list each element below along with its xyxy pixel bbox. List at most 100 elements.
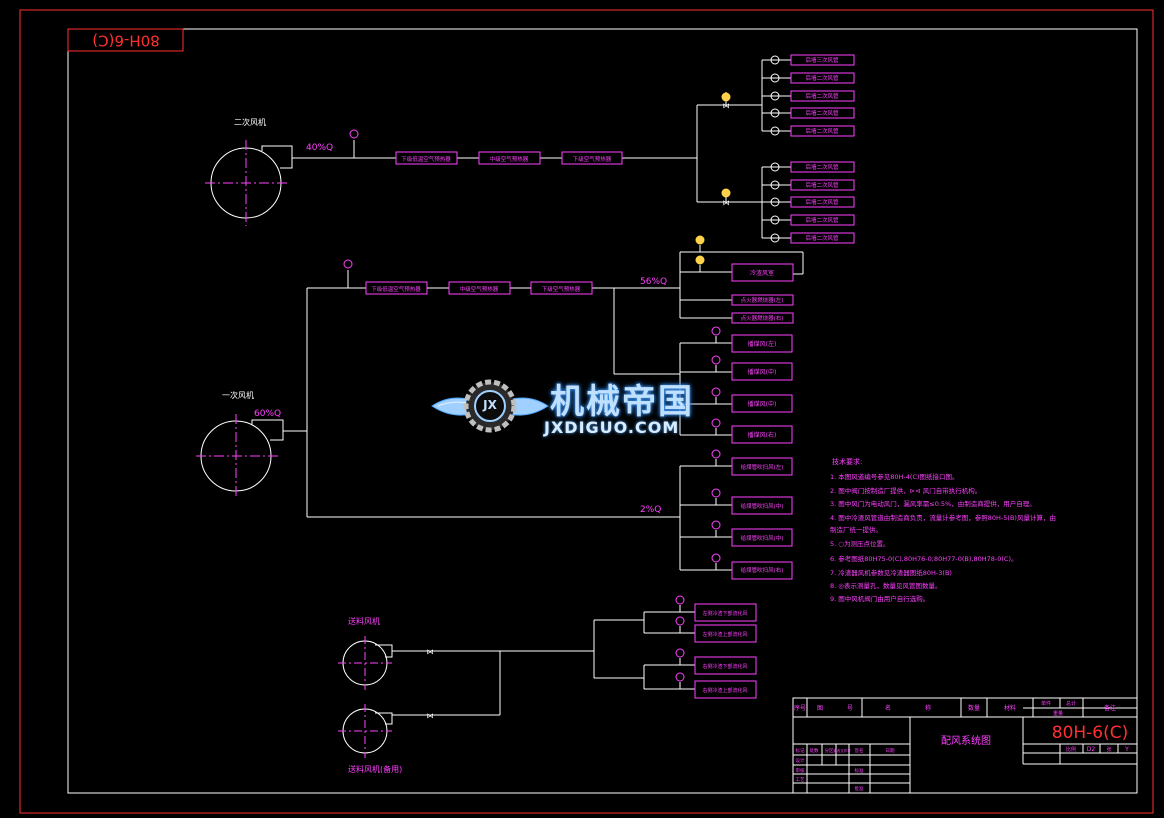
secondary-lower-outlet-5: 后墙二次风管 [805, 234, 839, 242]
feed-branch-3: 右侧冷渣下部流化风 [702, 663, 747, 670]
primary-upper-boxes [731, 263, 794, 324]
secondary-fan-pct: 40%Q [306, 143, 333, 153]
primary-upper-valve-icon-2 [695, 255, 705, 265]
secondary-heater-1: 下级低温空气预热器 [401, 155, 451, 163]
secondary-lower-outlet-2: 后墙二次风管 [805, 181, 839, 189]
primary-upper-branch-1: 冷渣风室 [750, 269, 774, 277]
feed-pipes [392, 605, 695, 716]
notes-item-8: 7. 冷渣器风机参数见冷渣器图纸80H-3(B) [830, 568, 952, 577]
tb-sign-row-4: 标准 [855, 767, 864, 774]
primary-upper-branch-2: 点火器燃烧器(左) [741, 296, 784, 304]
primary-upper-branches [679, 245, 804, 319]
primary-lower-branch-1: 给煤管吹扫风(左) [741, 463, 784, 471]
tb-scale-1: 比例 [1066, 746, 1076, 753]
primary-heaters [365, 281, 593, 295]
code-rotated: 80H-6(C) [92, 32, 160, 50]
primary-middle-branches [679, 336, 732, 436]
tb-weight: 重量 [1053, 710, 1063, 717]
secondary-upper-outlets [762, 54, 855, 137]
feed-fan-backup [338, 704, 393, 758]
tb-col-6: 数量 [968, 704, 980, 712]
secondary-fan-label: 二次风机 [234, 117, 266, 127]
secondary-upper-valve-icon [721, 92, 731, 102]
feed-branch-4: 右侧冷渣上部流化风 [702, 687, 747, 694]
primary-fan [196, 414, 284, 498]
tb-sign-col-4: 更改文件号 [833, 748, 851, 753]
tb-col-7: 材料 [1004, 704, 1016, 712]
tb-col-10: 备注 [1104, 704, 1116, 712]
primary-lower-branch-4: 给煤管吹扫风(右) [741, 566, 784, 574]
primary-lower-branches [679, 459, 732, 571]
tb-sign-col-1: 标记 [796, 747, 805, 754]
primary-middle-gauges [711, 326, 721, 428]
secondary-main-pipe [292, 140, 697, 159]
tb-sign-col-2: 处数 [810, 747, 819, 754]
primary-pressure-gauge-icon [343, 259, 353, 269]
primary-main-pipe [283, 270, 680, 518]
tb-sign-row-1: 设计 [796, 757, 805, 764]
primary-lower-branch-3: 给煤管吹扫风(中) [741, 534, 784, 542]
code-box [67, 28, 184, 52]
primary-heater-2: 中级空气预热器 [460, 285, 499, 293]
feed-fan-backup-label: 送料风机(备用) [348, 764, 402, 774]
watermark-wings-icon [431, 379, 549, 433]
watermark-emblem: JX [483, 398, 497, 412]
tb-col-9: 总计 [1066, 700, 1076, 707]
secondary-lower-outlets [762, 161, 855, 244]
primary-middle-branch-2: 播煤风(中) [748, 368, 777, 376]
tb-scale-4: Y [1124, 746, 1129, 753]
primary-lower-gauges [711, 449, 721, 563]
notes-item-3: 3. 图中风门为电动风门，漏风率需≤0.5%，由制造商提供，用户自理。 [830, 499, 1036, 508]
feed-fan-label: 送料风机 [348, 616, 380, 626]
feed-branch-1: 左侧冷渣下部流化风 [702, 610, 747, 617]
tb-col-8: 单件 [1041, 700, 1051, 707]
secondary-lower-outlet-3: 后墙二次风管 [805, 198, 839, 206]
notes-item-9: 8. ◎表示测量孔，数量见风管图数量。 [830, 581, 941, 590]
tb-sign-row-2: 审核 [796, 767, 805, 774]
primary-middle-boxes [731, 334, 793, 444]
primary-heater-1: 下级低温空气预热器 [371, 285, 421, 293]
secondary-heater-3: 下级空气预热器 [573, 155, 612, 163]
primary-lower-branch-2: 给煤管吹扫风(中) [741, 502, 784, 510]
feed-gauges [675, 595, 685, 682]
tb-sign-col-3: 分区 [825, 747, 834, 754]
secondary-heaters [395, 151, 623, 165]
watermark: JX 机械帝国 JXDIGUO.COM [430, 372, 730, 442]
notes-item-7: 6. 参考图纸80H75-0(C),80H76-0;80H77-0(B),80H… [830, 554, 1017, 563]
feed-boxes [694, 603, 757, 699]
primary-middle-branch-3: 播煤风(中) [748, 400, 777, 408]
secondary-upper-outlet-3: 后墙二次风管 [805, 92, 839, 100]
notes-item-10: 9. 图中风机阀门由用户自行选购。 [830, 594, 929, 603]
feed-branch-2: 左侧冷渣上部流化风 [702, 631, 747, 638]
drawing-title: 配风系统图 [941, 734, 991, 747]
tb-col-4: 名 [885, 704, 891, 712]
primary-upper-valve-icon-1 [695, 235, 705, 245]
drawing-code: 80H-6(C) [1052, 723, 1129, 743]
notes-item-6: 5. ○为测压点位置。 [830, 539, 889, 548]
primary-middle-branch-4: 播煤风(右) [748, 431, 777, 439]
primary-middle-branch-1: 播煤风(左) [748, 340, 777, 348]
notes-item-1: 1. 本图风道编号参见80H-4(C)图纸接口图。 [830, 472, 959, 481]
secondary-pressure-gauge-icon [349, 129, 359, 139]
primary-heater-3: 下级空气预热器 [542, 285, 581, 293]
secondary-lower-outlet-1: 后墙二次风管 [805, 163, 839, 171]
primary-upper-branch-3: 点火器燃烧器(右) [741, 314, 784, 322]
notes-item-4: 4. 图中冷渣风管道由制造商负责，流量计参考图，参照80H-5(B)风量计算，由 [830, 513, 1056, 522]
secondary-lower-valve-icon [721, 188, 731, 198]
tb-sign-col-6: 日期 [886, 748, 895, 754]
tb-sign-col-5: 签名 [855, 747, 864, 754]
outer-border [19, 9, 1154, 814]
tb-col-3: 号 [847, 705, 853, 712]
tb-sign-row-3: 工艺 [796, 777, 805, 783]
title-block [792, 697, 1138, 794]
primary-pct-lower: 2%Q [640, 505, 661, 515]
tb-col-2: 图 [817, 705, 823, 712]
secondary-upper-outlet-4: 后墙二次风管 [805, 109, 839, 117]
tb-col-5: 称 [925, 704, 931, 712]
secondary-upper-outlet-1: 后墙三次风管 [805, 56, 839, 64]
watermark-subtitle: JXDIGUO.COM [544, 418, 680, 437]
primary-fan-label: 一次风机 [222, 390, 254, 400]
primary-pct-upper: 56%Q [640, 277, 667, 287]
feed-damper-icon-1: ⋈ [427, 648, 434, 656]
